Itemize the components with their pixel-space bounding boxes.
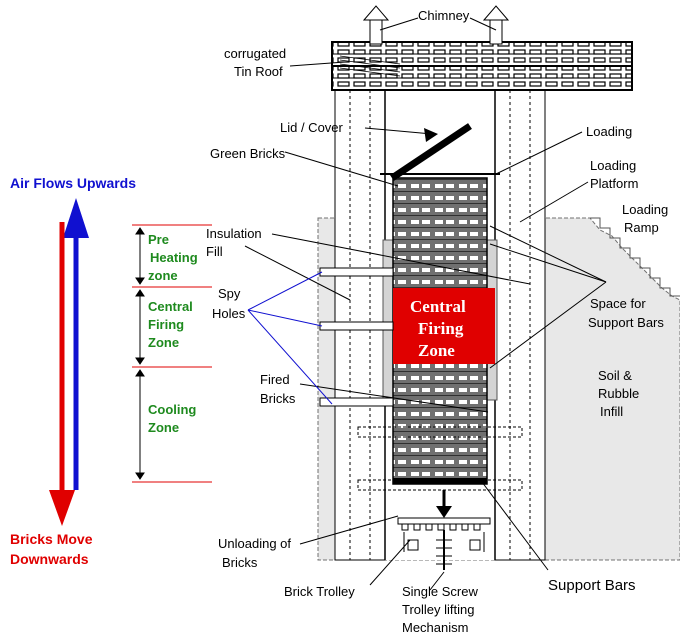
- roof-corrugation: [339, 55, 401, 77]
- label-loading-ramp-1: Loading: [622, 202, 668, 217]
- zone-brackets: [135, 227, 145, 480]
- zone-preheat-2: Heating: [150, 250, 198, 265]
- chimney-right: [482, 5, 510, 45]
- screw-mechanism: [436, 530, 452, 570]
- label-unloading-1: Unloading of: [218, 536, 291, 551]
- label-bricks-move-2: Downwards: [10, 551, 89, 567]
- loading-ramp-steps: [590, 217, 680, 297]
- label-chimney: Chimney: [418, 8, 470, 23]
- leader-lines: [244, 17, 607, 591]
- label-central-firing-2: Firing: [418, 319, 464, 338]
- label-fired-2: Bricks: [260, 391, 296, 406]
- label-screw-1: Single Screw: [402, 584, 478, 599]
- zone-preheat-1: Pre: [148, 232, 169, 247]
- label-unloading-2: Bricks: [222, 555, 258, 570]
- label-roof-1: corrugated: [224, 46, 286, 61]
- label-screw-2: Trolley lifting: [402, 602, 474, 617]
- shaft-left-wall: [334, 59, 386, 561]
- label-central-firing-1: Central: [410, 297, 466, 316]
- label-roof-2: Tin Roof: [234, 64, 283, 79]
- label-fired-1: Fired: [260, 372, 290, 387]
- label-support-bars: Support Bars: [548, 577, 636, 594]
- zone-central-2: Firing: [148, 317, 184, 332]
- label-bricks-move-1: Bricks Move: [10, 531, 93, 547]
- shaft-right-wall: [494, 59, 546, 561]
- label-green-bricks: Green Bricks: [210, 146, 286, 161]
- unloading-arrow: [436, 506, 452, 518]
- zone-central-1: Central: [148, 299, 193, 314]
- zone-cooling-2: Zone: [148, 420, 179, 435]
- label-loading-ramp-2: Ramp: [624, 220, 659, 235]
- zone-central-3: Zone: [148, 335, 179, 350]
- air-flow-arrow: [63, 198, 89, 490]
- spy-hole-leaders: [247, 271, 333, 405]
- label-soil-2: Rubble: [598, 386, 639, 401]
- zone-preheat-3: zone: [148, 268, 178, 283]
- label-spy-1: Spy: [218, 286, 241, 301]
- label-support-space-1: Space for: [590, 296, 646, 311]
- support-bar: [393, 478, 487, 484]
- label-spy-2: Holes: [212, 306, 246, 321]
- label-support-space-2: Support Bars: [588, 315, 664, 330]
- label-soil-3: Infill: [600, 404, 623, 419]
- bricks-move-arrow: [49, 222, 75, 526]
- label-air-flow: Air Flows Upwards: [10, 175, 136, 191]
- label-loading-platform-2: Platform: [590, 176, 638, 191]
- label-loading-platform-1: Loading: [590, 158, 636, 173]
- brick-trolley: [397, 517, 491, 552]
- label-soil-1: Soil &: [598, 368, 632, 383]
- spy-hole-pipes: [319, 267, 394, 407]
- lid-cover: [390, 123, 472, 181]
- chimney-left: [362, 5, 390, 45]
- label-central-firing-3: Zone: [418, 341, 455, 360]
- label-loading: Loading: [586, 124, 632, 139]
- label-insulation-2: Fill: [206, 244, 223, 259]
- label-insulation-1: Insulation: [206, 226, 262, 241]
- label-screw-3: Mechanism: [402, 620, 468, 635]
- central-firing-zone-box: [393, 288, 495, 364]
- zone-dividers: [132, 224, 212, 483]
- label-lid: Lid / Cover: [280, 120, 344, 135]
- zone-cooling-1: Cooling: [148, 402, 196, 417]
- label-brick-trolley: Brick Trolley: [284, 584, 355, 599]
